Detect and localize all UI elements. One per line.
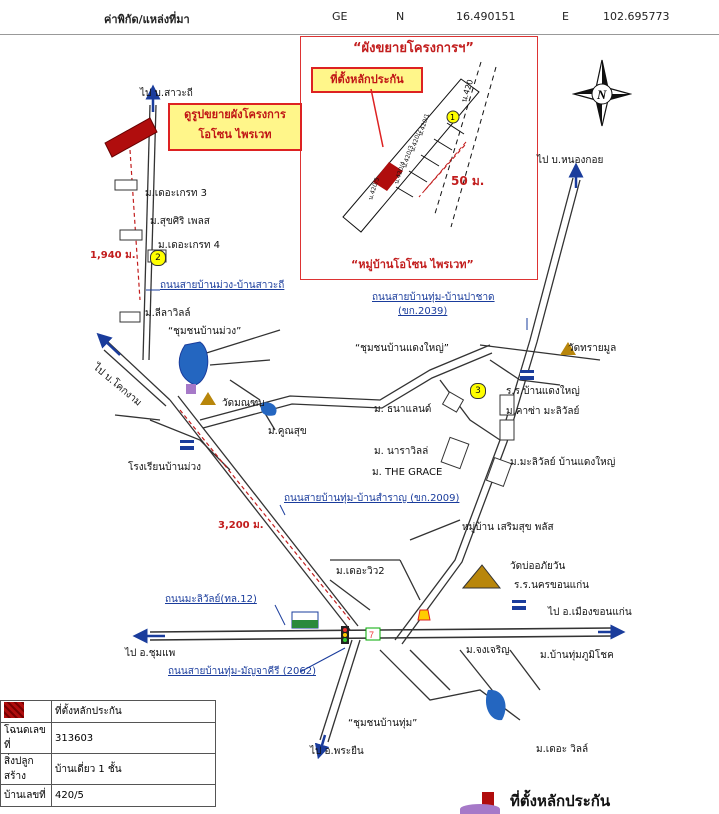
label-wat-nanthaphop: วัดมณฑบ xyxy=(222,398,265,409)
pond-khun-suk xyxy=(260,402,277,416)
school-flag-icon xyxy=(180,370,534,610)
legend-label: สิ่งปลูกสร้าง xyxy=(0,753,52,785)
label-the-grace: ม. THE GRACE xyxy=(372,467,443,478)
label-khun-suk: ม.คูณสุข xyxy=(268,426,307,437)
coordinates-label: ค่าพิกัด/แหล่งที่มา xyxy=(104,13,190,26)
road-label-thum-samran: ถนนสายบ้านทุ่ม-บ้านสำราญ (ขก.2009) xyxy=(284,493,460,504)
label-to-nongkoi: ไป บ.หนองกอย xyxy=(537,155,604,166)
lake-ban-muang xyxy=(178,341,209,386)
temple-icon xyxy=(560,342,576,355)
svg-text:7: 7 xyxy=(369,630,374,640)
label-ban-thum-phumichok: ม.บ้านทุ่มภูมิโชค xyxy=(540,650,614,661)
east-label: E xyxy=(562,10,569,23)
legend-label: บ้านเลขที่ xyxy=(0,784,52,807)
marker-3: 3 xyxy=(470,383,486,399)
shell-icon xyxy=(417,609,431,621)
legend-row: ที่ตั้งหลักประกัน xyxy=(0,700,216,723)
legend-value: 313603 xyxy=(51,722,216,754)
label-kasa-maliwan: ม.คาซ่า มะลิวัลย์ xyxy=(506,406,580,417)
project-callout-line2: โอโซน ไพรเวท xyxy=(198,128,272,141)
label-to-khonkaen: ไป อ.เมืองขอนแก่น xyxy=(548,607,632,618)
label-chumchon-ban-thum: “ชุมชนบ้านทุ่ม” xyxy=(348,718,418,729)
label-to-chumphae: ไป อ.ชุมแพ xyxy=(125,648,176,659)
label-chumchon-ban-muang: “ชุมชนบ้านม่วง” xyxy=(168,326,242,337)
inset-caption: “หมู่บ้านโอโซน ไพรเวท” xyxy=(351,258,474,271)
label-wat-bo-aphaiwan: วัดบ่ออภัยวัน xyxy=(510,561,566,572)
bottom-label: ที่ตั้งหลักประกัน xyxy=(510,792,611,810)
arrow-to-phrayuen xyxy=(314,734,330,760)
arrow-to-khok-ngam xyxy=(96,332,121,356)
distance-label-1: 1,940 ม. xyxy=(90,250,136,261)
label-soemsuk-plus: หมู่บ้าน เสริมสุข พลัส xyxy=(462,522,554,533)
label-the-ville: ม.เดอะ วิลล์ xyxy=(536,744,589,755)
label-to-phra-yuen: ไป อ.พระยืน xyxy=(310,746,364,757)
project-callout-line1: ดูรูปขยายผังโครงการ xyxy=(184,108,286,121)
legend-row: สิ่งปลูกสร้าง บ้านเดี่ยว 1 ชั้น xyxy=(0,753,216,785)
label-wat-sai-mun: วัดทรายมูล xyxy=(568,343,617,354)
compass-label: N xyxy=(596,87,607,102)
label-the-ville-2: ม.เดอะวิว2 xyxy=(336,566,385,577)
road-to-sawathi xyxy=(142,104,151,361)
legend-table: ที่ตั้งหลักประกัน โฉนดเลขที่ 313603 สิ่ง… xyxy=(0,700,216,810)
legend-row: บ้านเลขที่ 420/5 xyxy=(0,784,216,807)
label-to-sawathi: ไป บ.สาวะถี xyxy=(140,88,193,99)
legend-value: 420/5 xyxy=(51,784,216,807)
road-label-thum-pachat: ถนนสายบ้านทุ่ม-บ้านปาชาด xyxy=(372,292,495,303)
collateral-pin-icon xyxy=(460,790,500,814)
inset-drawing: 1 xyxy=(342,61,497,233)
lake-ban-thum xyxy=(485,689,506,721)
label-the-greet-3: ม.เดอะเกรท 3 xyxy=(145,188,208,199)
label-suksiri-place: ม.สุขศิริ เพลส xyxy=(150,216,210,227)
label-chumchon-daeng-yai: “ชุมชนบ้านแดงใหญ่” xyxy=(355,343,449,354)
distance-label-2: 3,200 ม. xyxy=(218,520,264,531)
project-callout: ดูรูปขยายผังโครงการ โอโซน ไพรเวท xyxy=(168,103,302,151)
coordinate-system: GE xyxy=(332,10,348,23)
label-school-nakhon-khonkaen: ร.ร.นครขอนแก่น xyxy=(514,580,590,591)
inset-title: “ผังขยายโครงการฯ” xyxy=(353,41,474,56)
seven-eleven-icon xyxy=(365,627,381,641)
legend-value: บ้านเดี่ยว 1 ชั้น xyxy=(51,753,216,785)
person-icon xyxy=(186,384,196,394)
inset-collateral-plot xyxy=(373,162,403,191)
label-jong-charoen: ม.จงเจริญ xyxy=(466,645,510,656)
east-value: 102.695773 xyxy=(603,10,670,23)
road-label-thum-manchakhiri: ถนนสายบ้านทุ่ม-มัญจาคีรี (2062) xyxy=(168,666,316,677)
house-icon xyxy=(119,229,143,241)
road-label-thum-pachat-code: (ขก.2039) xyxy=(398,306,448,317)
north-value: 16.490151 xyxy=(456,10,516,23)
legend-value: ที่ตั้งหลักประกัน xyxy=(51,700,216,723)
road-label-maliwan: ถนนมะลิวัลย์(ทล.12) xyxy=(165,594,257,605)
label-school-ban-muang: โรงเรียนบ้านม่วง xyxy=(128,462,201,473)
label-thanaland: ม. ธนาแลนด์ xyxy=(374,404,432,415)
legend-row: โฉนดเลขที่ 313603 xyxy=(0,722,216,754)
label-school-daeng-yai: ร.ร.บ้านแดงใหญ่ xyxy=(506,386,580,397)
inset-plan: “ผังขยายโครงการฯ” ที่ตั้งหลักประกัน 1 น.… xyxy=(300,36,538,280)
label-lilavil: ม.ลีลาวิลล์ xyxy=(145,308,191,319)
inset-callout: ที่ตั้งหลักประกัน xyxy=(311,67,423,93)
inset-marker: 1 xyxy=(450,113,455,122)
north-label: N xyxy=(396,10,405,23)
collateral-block xyxy=(104,117,158,158)
marker-2: 2 xyxy=(150,250,166,266)
label-maliwan-daeng-yai: ม.มะลิวัลย์ บ้านแดงใหญ่ xyxy=(510,457,616,468)
road-label-muang-sawathi: ถนนสายบ้านม่วง-บ้านสาวะถี xyxy=(160,280,285,291)
label-naraville: ม. นาราวิลล่ xyxy=(374,446,429,457)
north-compass-icon: N xyxy=(572,59,632,127)
label-the-greet-4: ม.เดอะเกรท 4 xyxy=(158,240,221,251)
inset-distance: 50 ม. xyxy=(451,174,485,188)
legend-label: โฉนดเลขที่ xyxy=(0,722,52,754)
coordinates-bar: ค่าพิกัด/แหล่งที่มา GE N 16.490151 E 102… xyxy=(0,0,719,35)
collateral-swatch-icon xyxy=(4,702,24,718)
